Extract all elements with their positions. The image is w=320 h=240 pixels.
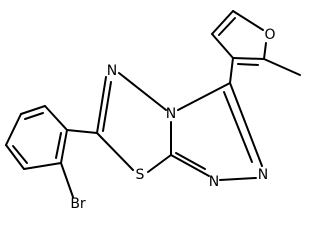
bond-c-aryl-to-phenyl — [66, 129, 98, 134]
bond-furan-c5-to-o — [232, 10, 264, 31]
bond-furan-c4-to-c5 — [211, 10, 234, 35]
bond-n-bottom-to-c-fused — [170, 154, 210, 177]
bond-n-right-to-n-bottom — [219, 177, 257, 181]
bond-phenyl-4-5 — [5, 144, 25, 170]
bond-c-furyl-to-n-right — [229, 82, 263, 167]
bond-phenyl-4-5-double — [12, 145, 28, 164]
atom-label-n-bridge: N — [166, 106, 176, 122]
bond-furan-c2-to-methyl — [263, 58, 301, 76]
bond-furan-c2-to-c3 — [232, 57, 265, 60]
atom-label-n-bottom: N — [209, 174, 219, 190]
bond-n-bridge-to-c-furyl — [177, 82, 231, 111]
atom-label-o-furan: O — [264, 27, 275, 43]
bond-phenyl-5-6 — [23, 162, 62, 170]
bond-n-top-to-c-aryl — [96, 76, 107, 134]
atom-labels: N N S N N O Br — [70, 27, 275, 212]
bond-phenyl-to-br — [60, 162, 74, 198]
bond-c-furyl-to-n-right-double — [223, 91, 253, 163]
bond-n-top-to-c-aryl-double — [102, 81, 112, 132]
bond-furan-o-to-c2 — [263, 42, 267, 60]
bond-phenyl-6-1-double — [55, 132, 62, 159]
bond-furan-c3-to-c4 — [211, 33, 234, 59]
atom-label-n-right: N — [258, 167, 268, 183]
bond-phenyl-3-4 — [5, 113, 22, 146]
bond-furan-c4-to-c5-double — [218, 17, 236, 36]
bond-phenyl-6-1 — [60, 129, 68, 164]
bond-n-bottom-to-c-fused-double — [175, 152, 206, 170]
bond-phenyl-2-3 — [20, 105, 46, 115]
bond-c-furyl-to-furan-c3 — [229, 57, 234, 84]
bond-c-aryl-to-s — [96, 132, 134, 171]
bond-s-to-c-fused — [147, 154, 172, 173]
bond-phenyl-1-2 — [44, 105, 68, 131]
atom-label-s: S — [136, 167, 145, 183]
bond-phenyl-2-3-double — [24, 112, 44, 120]
atom-label-n-top: N — [107, 63, 117, 79]
molecule-structure: N N S N N O Br — [5, 10, 301, 213]
bond-layer — [5, 10, 301, 198]
bond-furan-c2-to-c3-double — [237, 63, 259, 66]
atom-label-br: Br — [70, 196, 86, 212]
bond-n-top-to-n-bridge — [118, 72, 167, 111]
label-masks — [66, 26, 277, 213]
